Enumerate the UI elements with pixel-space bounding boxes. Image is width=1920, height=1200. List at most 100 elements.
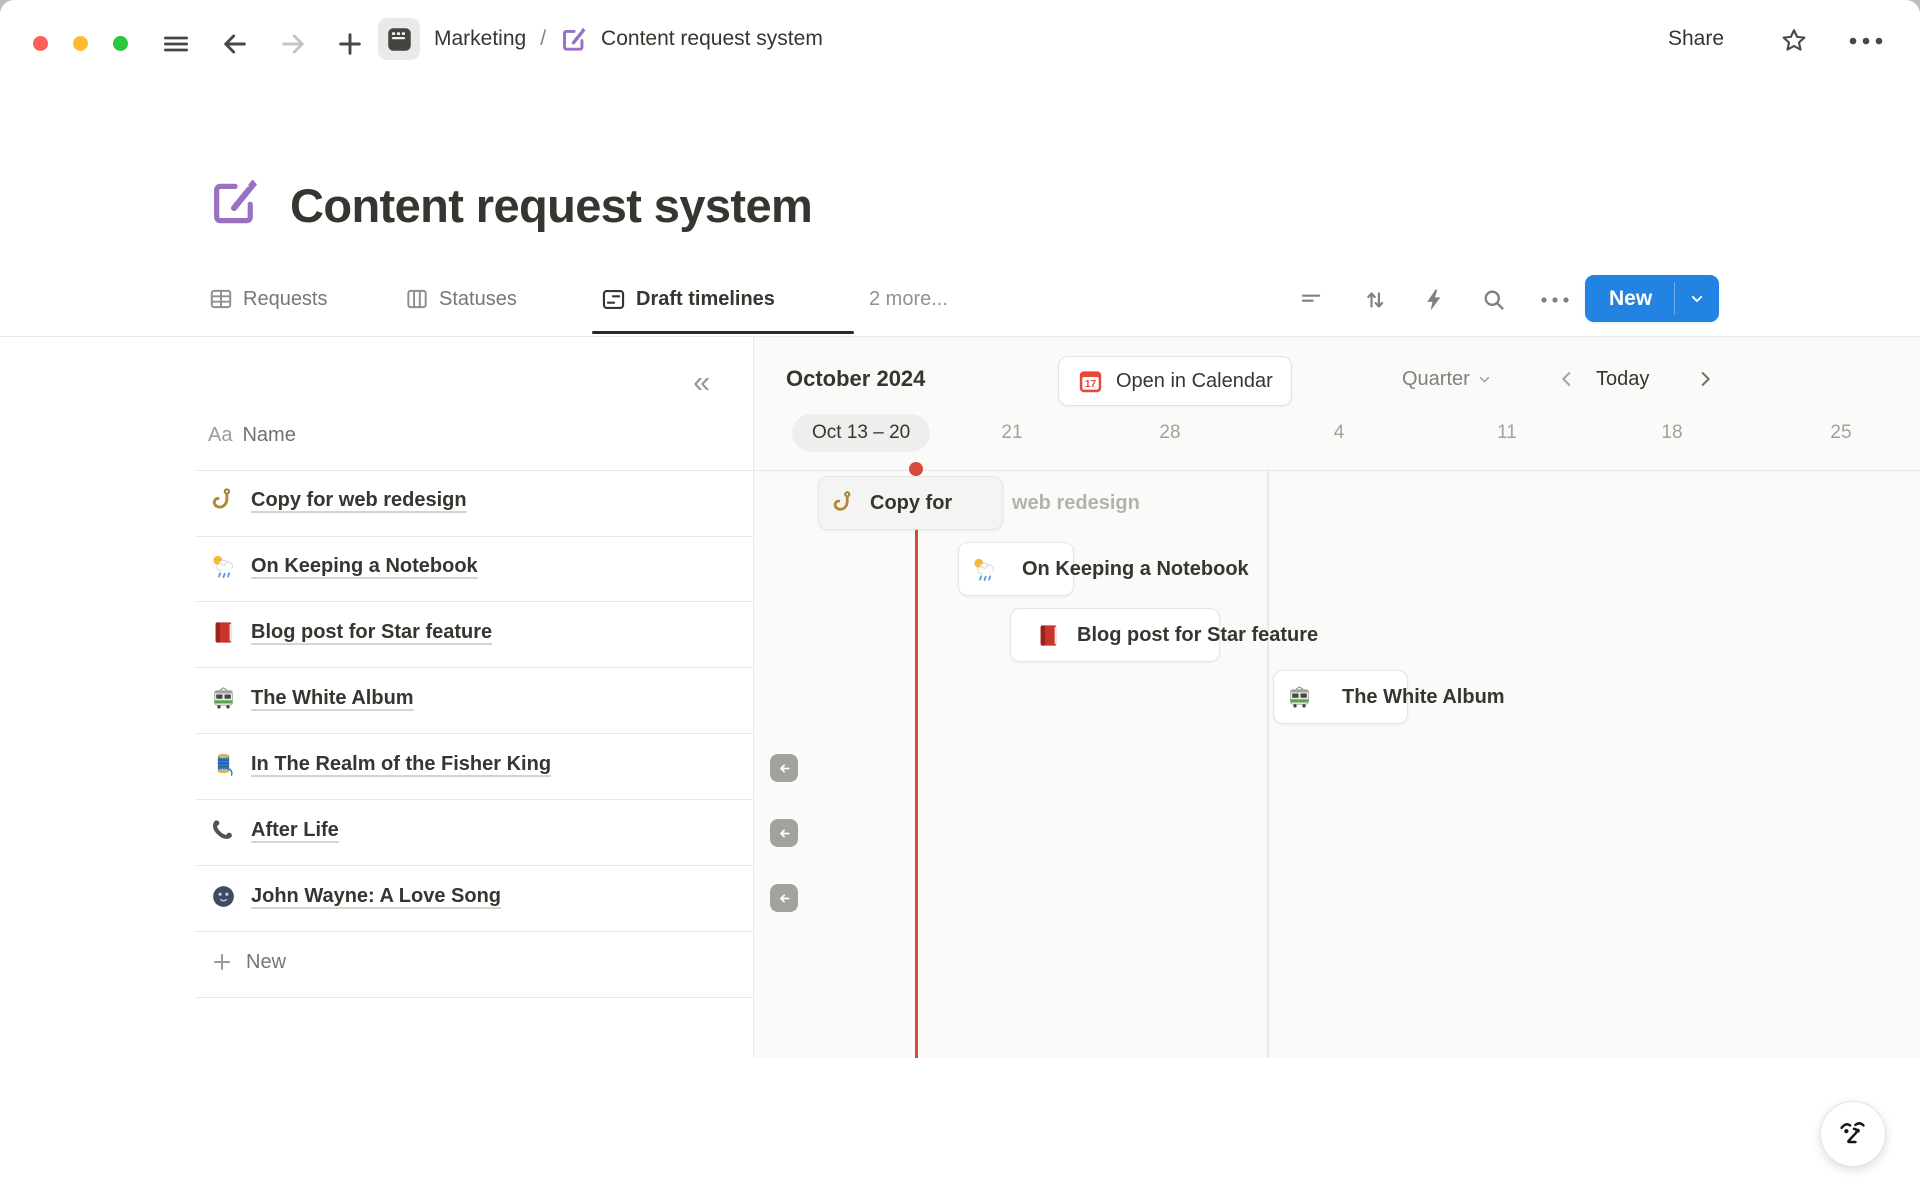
tab-draft-timelines[interactable]: Draft timelines bbox=[600, 286, 775, 313]
zoom-window-button[interactable] bbox=[113, 36, 128, 51]
page-title[interactable]: Content request system bbox=[290, 178, 812, 233]
bar-title[interactable]: Blog post for Star feature bbox=[1077, 608, 1318, 662]
today-marker-dot bbox=[909, 462, 923, 476]
more-options-icon[interactable] bbox=[1845, 30, 1887, 52]
zoom-level-select[interactable]: Quarter bbox=[1402, 368, 1493, 391]
row-title[interactable]: Blog post for Star feature bbox=[251, 621, 492, 644]
row-title[interactable]: Copy for web redesign bbox=[251, 489, 467, 512]
row-divider bbox=[195, 667, 753, 668]
traffic-lights bbox=[33, 36, 128, 51]
previous-period-icon[interactable] bbox=[1556, 368, 1578, 390]
new-page-icon[interactable] bbox=[334, 28, 366, 60]
close-window-button[interactable] bbox=[33, 36, 48, 51]
tab-requests[interactable]: Requests bbox=[208, 286, 328, 312]
timeline-icon bbox=[600, 286, 627, 313]
breadcrumb: Marketing / Content request system bbox=[378, 18, 823, 60]
share-button[interactable]: Share bbox=[1668, 27, 1724, 51]
next-period-icon[interactable] bbox=[1694, 368, 1716, 390]
favorite-star-icon[interactable] bbox=[1779, 26, 1809, 56]
table-row[interactable]: Copy for web redesign bbox=[210, 487, 467, 514]
phone-icon bbox=[210, 817, 237, 844]
red-book-icon bbox=[210, 619, 237, 646]
row-title[interactable]: John Wayne: A Love Song bbox=[251, 885, 501, 908]
today-line bbox=[915, 470, 918, 1058]
arrow-left-icon bbox=[776, 890, 793, 907]
timeline-bar-copy-for-web-redesign[interactable]: Copy for bbox=[818, 476, 1003, 530]
row-divider bbox=[195, 931, 753, 932]
breadcrumb-workspace-chip[interactable] bbox=[378, 18, 420, 60]
board-icon bbox=[404, 286, 430, 312]
calendar-icon: 17 bbox=[1077, 368, 1104, 395]
ruler-divider bbox=[754, 470, 1920, 471]
chevron-down-icon[interactable] bbox=[1675, 275, 1719, 322]
sidebar-menu-icon[interactable] bbox=[158, 28, 194, 60]
notion-ai-button[interactable] bbox=[1820, 1101, 1886, 1167]
new-button-label[interactable]: New bbox=[1585, 275, 1674, 322]
moon-face-icon bbox=[210, 883, 237, 910]
table-row[interactable]: Blog post for Star feature bbox=[210, 619, 492, 646]
add-row-button[interactable]: New bbox=[210, 950, 286, 974]
minimize-window-button[interactable] bbox=[73, 36, 88, 51]
view-options-icon[interactable] bbox=[1538, 292, 1572, 308]
row-title[interactable]: After Life bbox=[251, 819, 339, 842]
thread-icon bbox=[210, 751, 237, 778]
scroll-to-item-left-button[interactable] bbox=[770, 819, 798, 847]
calendar-day-number: 17 bbox=[1085, 379, 1097, 390]
new-button[interactable]: New bbox=[1585, 275, 1719, 322]
row-divider bbox=[195, 601, 753, 602]
row-divider bbox=[195, 536, 753, 537]
name-column-header[interactable]: Aa Name bbox=[208, 424, 296, 447]
tab-label: Requests bbox=[243, 288, 328, 311]
tab-statuses[interactable]: Statuses bbox=[404, 286, 517, 312]
breadcrumb-workspace[interactable]: Marketing bbox=[434, 27, 526, 51]
add-row-label: New bbox=[246, 951, 286, 974]
bar-title[interactable]: On Keeping a Notebook bbox=[1022, 542, 1249, 596]
tabs-more-button[interactable]: 2 more... bbox=[869, 288, 948, 311]
date-tick: 25 bbox=[1830, 422, 1851, 444]
bar-title[interactable]: The White Album bbox=[1342, 670, 1505, 724]
tram-icon bbox=[210, 685, 237, 712]
sun-rain-icon bbox=[971, 556, 998, 583]
red-book-icon bbox=[1035, 622, 1062, 649]
filter-icon[interactable] bbox=[1296, 287, 1326, 313]
hook-icon bbox=[210, 487, 237, 514]
row-divider bbox=[195, 470, 753, 471]
table-row[interactable]: After Life bbox=[210, 817, 339, 844]
back-icon[interactable] bbox=[218, 28, 252, 60]
memo-pencil-icon bbox=[560, 26, 587, 53]
tab-label: Statuses bbox=[439, 288, 517, 311]
date-tick: 21 bbox=[1001, 422, 1022, 444]
today-button[interactable]: Today bbox=[1596, 368, 1649, 391]
hook-icon bbox=[831, 490, 857, 516]
tram-icon bbox=[1286, 684, 1313, 711]
scroll-to-item-left-button[interactable] bbox=[770, 884, 798, 912]
row-title[interactable]: The White Album bbox=[251, 687, 414, 710]
plus-icon bbox=[210, 950, 234, 974]
sort-icon[interactable] bbox=[1360, 287, 1390, 313]
bar-title-overflow: web redesign bbox=[1012, 476, 1140, 530]
row-title[interactable]: In The Realm of the Fisher King bbox=[251, 753, 551, 776]
text-type-badge: Aa bbox=[208, 424, 232, 447]
open-in-calendar-label: Open in Calendar bbox=[1116, 370, 1273, 393]
breadcrumb-separator: / bbox=[540, 27, 546, 51]
automation-lightning-icon[interactable] bbox=[1420, 286, 1448, 314]
table-row[interactable]: John Wayne: A Love Song bbox=[210, 883, 501, 910]
search-icon[interactable] bbox=[1480, 286, 1508, 314]
breadcrumb-page[interactable]: Content request system bbox=[601, 27, 823, 51]
open-in-calendar-button[interactable]: 17 Open in Calendar bbox=[1058, 356, 1292, 406]
row-divider bbox=[195, 997, 753, 998]
page-icon-memo-pencil[interactable] bbox=[208, 176, 260, 228]
row-divider bbox=[195, 733, 753, 734]
arrow-left-icon bbox=[776, 825, 793, 842]
table-row[interactable]: In The Realm of the Fisher King bbox=[210, 751, 551, 778]
current-week-pill[interactable]: Oct 13 – 20 bbox=[792, 414, 930, 452]
scroll-to-item-left-button[interactable] bbox=[770, 754, 798, 782]
chevron-down-icon bbox=[1476, 371, 1493, 388]
forward-icon[interactable] bbox=[276, 28, 310, 60]
collapse-panel-icon[interactable]: « bbox=[693, 364, 710, 400]
table-row[interactable]: On Keeping a Notebook bbox=[210, 553, 478, 580]
row-title[interactable]: On Keeping a Notebook bbox=[251, 555, 478, 578]
active-tab-underline bbox=[592, 331, 854, 334]
table-row[interactable]: The White Album bbox=[210, 685, 414, 712]
sun-rain-icon bbox=[210, 553, 237, 580]
